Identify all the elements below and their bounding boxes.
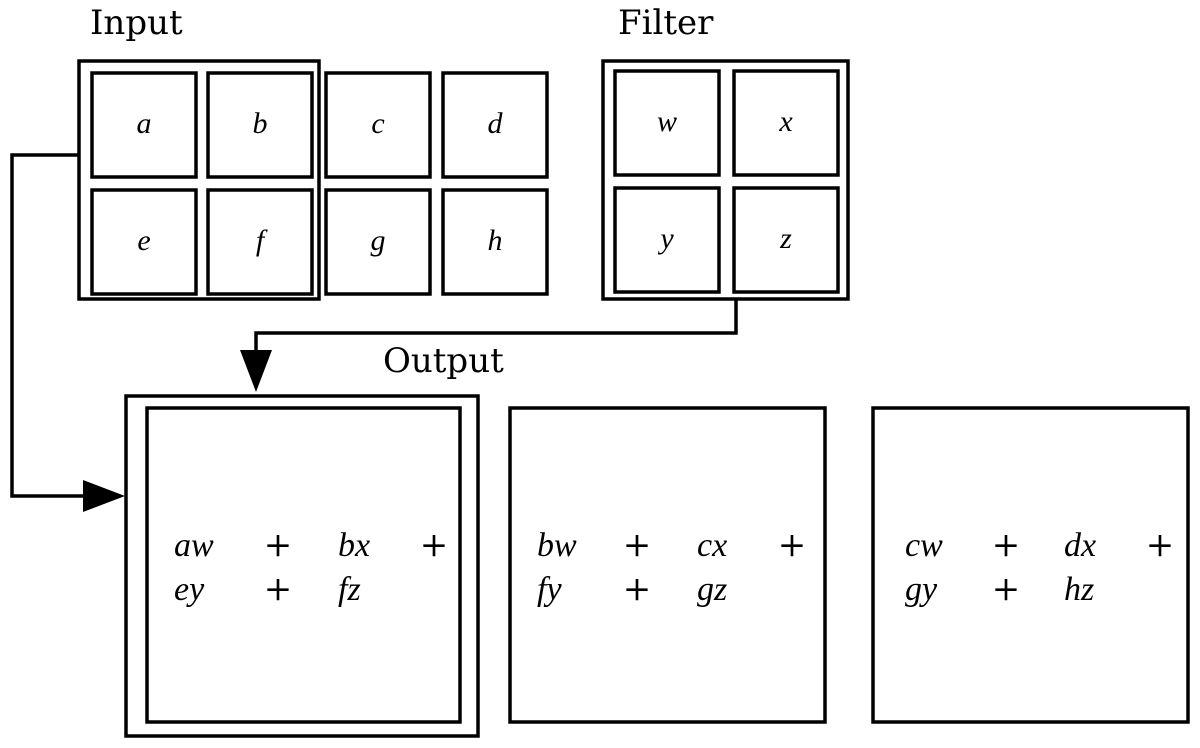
input-cell bbox=[90, 71, 198, 179]
output-term: fy bbox=[537, 571, 562, 608]
filter-arrow-line bbox=[254, 300, 738, 352]
input-cell bbox=[441, 71, 549, 179]
input-cell-label: h bbox=[488, 224, 503, 257]
plus-sign: + bbox=[623, 525, 652, 565]
output-term: dx bbox=[1064, 527, 1096, 564]
plus-sign: + bbox=[420, 525, 449, 565]
filter-cell-label: w bbox=[657, 105, 677, 138]
output-grid: aw + bx + ey + fz bw + cx + fy + gz cw +… bbox=[124, 394, 1190, 738]
input-label: Input bbox=[90, 3, 183, 43]
filter-outline bbox=[601, 59, 850, 301]
input-cell bbox=[206, 188, 314, 296]
input-to-output-arrow bbox=[10, 153, 125, 512]
filter-cell-label: x bbox=[778, 105, 793, 138]
plus-sign: + bbox=[992, 525, 1021, 565]
output-term: gy bbox=[905, 571, 938, 608]
filter-arrowhead bbox=[240, 350, 272, 392]
output-term: bx bbox=[338, 527, 370, 564]
filter-label: Filter bbox=[618, 3, 714, 43]
input-cell bbox=[90, 188, 198, 296]
input-cell-label: d bbox=[488, 107, 504, 140]
filter-to-output-arrow bbox=[240, 300, 738, 392]
input-cell-label: b bbox=[253, 107, 268, 140]
input-cell bbox=[206, 71, 314, 179]
filter-cell bbox=[732, 69, 840, 177]
output-cell bbox=[871, 406, 1190, 724]
input-cell bbox=[441, 188, 549, 296]
plus-sign: + bbox=[264, 569, 293, 609]
plus-sign: + bbox=[992, 569, 1021, 609]
filter-cell bbox=[613, 186, 721, 294]
output-term: aw bbox=[174, 527, 214, 564]
filter-cell-label: y bbox=[657, 222, 674, 255]
input-cell bbox=[324, 188, 432, 296]
output-term: gz bbox=[697, 571, 727, 608]
output-expression: bw + cx + fy + gz bbox=[537, 525, 806, 609]
input-grid: a b c d e f g h bbox=[77, 59, 549, 301]
input-cell bbox=[324, 71, 432, 179]
input-cell-label: f bbox=[256, 224, 268, 257]
input-cell-label: c bbox=[371, 107, 384, 140]
plus-sign: + bbox=[623, 569, 652, 609]
filter-cell bbox=[613, 69, 721, 177]
filter-cell-label: z bbox=[779, 222, 792, 255]
receptive-field-highlight bbox=[77, 59, 321, 301]
output-term: bw bbox=[537, 527, 577, 564]
output-term: cx bbox=[697, 527, 727, 564]
plus-sign: + bbox=[1146, 525, 1175, 565]
input-cell-label: a bbox=[137, 107, 152, 140]
output-cell-outline bbox=[124, 394, 480, 738]
output-expression: aw + bx + ey + fz bbox=[174, 525, 448, 609]
input-cell-label: e bbox=[137, 224, 150, 257]
input-cell-label: g bbox=[371, 224, 386, 257]
plus-sign: + bbox=[264, 525, 293, 565]
output-expression: cw + dx + gy + hz bbox=[905, 525, 1174, 609]
output-label: Output bbox=[383, 341, 504, 381]
filter-cell bbox=[732, 186, 840, 294]
input-arrowhead bbox=[83, 480, 125, 512]
output-term: cw bbox=[905, 527, 943, 564]
output-term: ey bbox=[174, 571, 205, 608]
output-term: hz bbox=[1064, 571, 1094, 608]
output-cell bbox=[508, 406, 827, 724]
input-arrow-line bbox=[10, 153, 85, 498]
output-term: fz bbox=[338, 571, 361, 608]
plus-sign: + bbox=[778, 525, 807, 565]
output-cell bbox=[145, 406, 462, 724]
filter-grid: w x y z bbox=[601, 59, 850, 301]
